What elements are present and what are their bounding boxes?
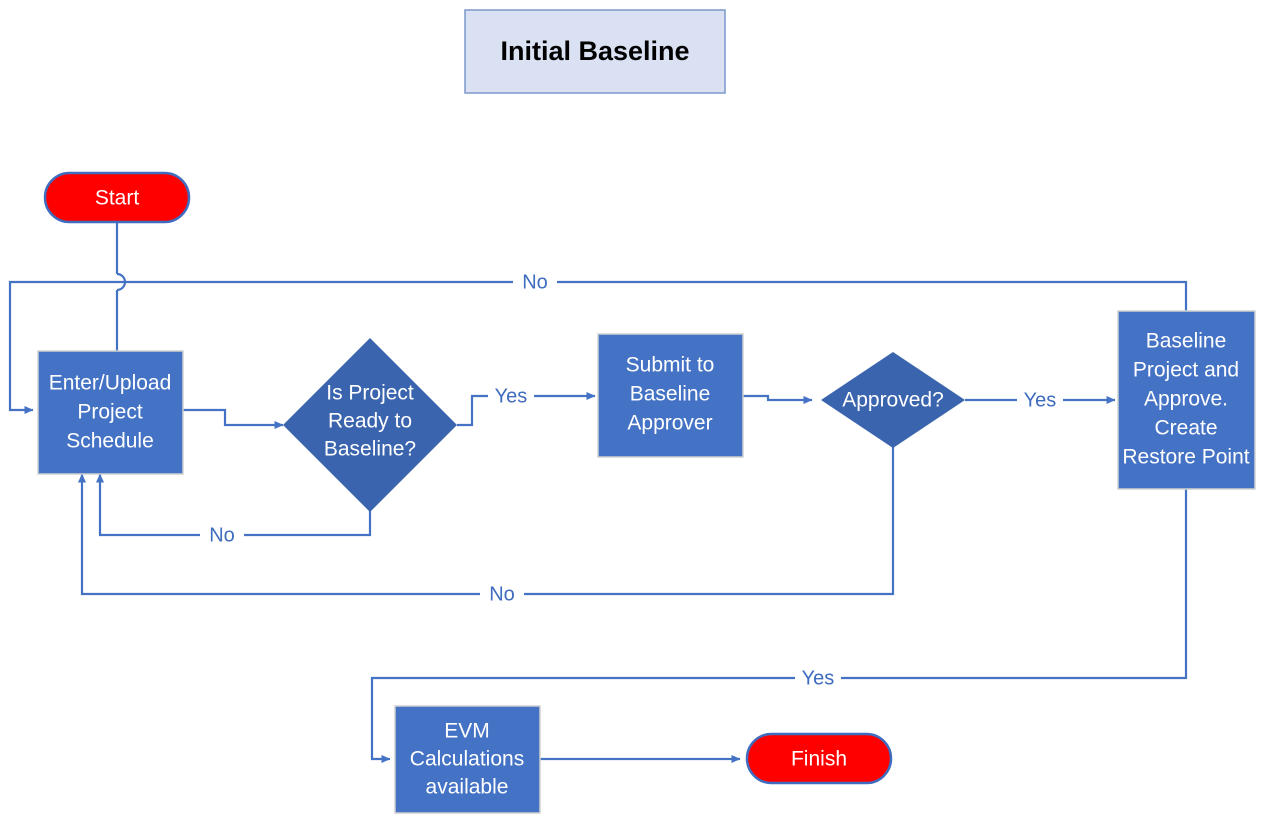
edge-label-yes-approved: Yes bbox=[1024, 389, 1057, 411]
edge-baseline-yes-to-evm: Yes bbox=[370, 489, 1188, 763]
evm-shape bbox=[394, 705, 541, 814]
baseline-shape bbox=[1117, 310, 1256, 490]
enter-upload-label-line2: Project bbox=[77, 401, 143, 424]
node-baseline-project-approve[interactable]: Baseline Project and Approve. Create Res… bbox=[1117, 310, 1256, 490]
node-start[interactable]: Start bbox=[43, 171, 191, 224]
edge-approved-yes-to-baseline: Yes bbox=[965, 388, 1116, 412]
baseline-label-line2: Project and bbox=[1133, 359, 1239, 382]
node-evm-calculations[interactable]: EVM Calculations available bbox=[394, 705, 541, 814]
node-finish[interactable]: Finish bbox=[745, 732, 893, 785]
evm-label-line1: EVM bbox=[444, 720, 490, 743]
finish-shape bbox=[745, 732, 893, 785]
title-box-shape bbox=[464, 9, 726, 94]
baseline-label-line1: Baseline bbox=[1146, 330, 1227, 353]
submit-label-line1: Submit to bbox=[626, 354, 715, 377]
yes-approved-label-bg bbox=[1017, 388, 1063, 412]
node-approved-decision[interactable]: Approved? bbox=[821, 352, 965, 448]
enter-upload-shape bbox=[37, 350, 184, 475]
ready-decision-label-line2: Ready to bbox=[328, 410, 412, 433]
baseline-label-line4: Create bbox=[1154, 417, 1217, 440]
node-submit-to-baseline-approver[interactable]: Submit to Baseline Approver bbox=[597, 333, 744, 458]
finish-label: Finish bbox=[791, 748, 847, 771]
enter-upload-label-line1: Enter/Upload bbox=[49, 372, 172, 395]
evm-label-line2: Calculations bbox=[410, 748, 524, 771]
edge-label-no-approved: No bbox=[489, 583, 515, 605]
edge-enter-to-ready bbox=[183, 408, 284, 429]
approved-decision-label: Approved? bbox=[842, 389, 944, 412]
no-approved-label-bg bbox=[480, 582, 524, 606]
submit-shape bbox=[597, 333, 744, 458]
diagram-title: Initial Baseline bbox=[464, 9, 726, 94]
edge-ready-yes-to-submit: Yes bbox=[457, 384, 596, 427]
node-is-project-ready-decision[interactable]: Is Project Ready to Baseline? bbox=[283, 338, 457, 512]
edge-label-yes-ready: Yes bbox=[495, 385, 528, 407]
approved-decision-shape bbox=[821, 352, 965, 448]
ready-decision-shape bbox=[283, 338, 457, 512]
edge-label-no-ready: No bbox=[209, 524, 235, 546]
start-shape bbox=[43, 171, 191, 224]
yes-ready-label-bg bbox=[488, 384, 534, 408]
no-ready-label-bg bbox=[200, 523, 244, 547]
edge-label-yes-baseline: Yes bbox=[802, 667, 835, 689]
edge-no-top: No bbox=[8, 270, 1188, 414]
yes-baseline-label-bg bbox=[795, 666, 841, 690]
start-label: Start bbox=[95, 187, 140, 210]
edge-start-to-enter bbox=[115, 222, 127, 351]
ready-decision-label-line3: Baseline? bbox=[324, 438, 416, 461]
evm-label-line3: available bbox=[426, 776, 509, 799]
title-text: Initial Baseline bbox=[500, 36, 689, 66]
edge-approved-no-loop: No bbox=[78, 443, 895, 606]
baseline-label-line5: Restore Point bbox=[1122, 446, 1249, 469]
submit-label-line3: Approver bbox=[627, 412, 712, 435]
no-top-label-bg bbox=[513, 270, 557, 294]
submit-label-line2: Baseline bbox=[630, 383, 711, 406]
edge-submit-to-approved bbox=[743, 394, 813, 404]
node-enter-upload-project-schedule[interactable]: Enter/Upload Project Schedule bbox=[37, 350, 184, 475]
baseline-label-line3: Approve. bbox=[1144, 388, 1228, 411]
edge-ready-no-loop: No bbox=[96, 473, 372, 547]
ready-decision-label-line1: Is Project bbox=[326, 382, 414, 405]
edge-label-no-top: No bbox=[522, 271, 548, 293]
enter-upload-label-line3: Schedule bbox=[66, 430, 154, 453]
